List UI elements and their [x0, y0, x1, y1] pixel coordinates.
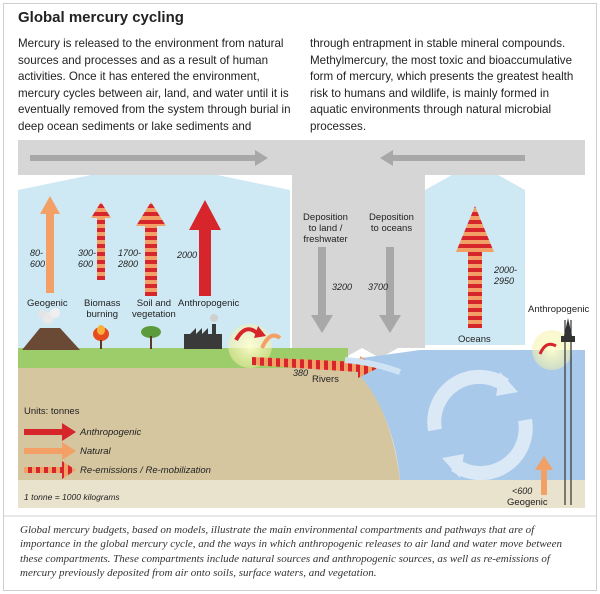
tree-icon: [141, 326, 161, 349]
biomass-label: Biomass burning: [84, 298, 121, 320]
burning-tree-icon: [93, 325, 109, 349]
sediment-bottom: [18, 480, 585, 508]
legend-natural-arrow: [24, 442, 76, 460]
deposition-oceans-label: Deposition to oceans: [369, 212, 414, 234]
biomass-emission-arrow: [91, 202, 111, 280]
deposition-land-label: Deposition to land / freshwater: [303, 212, 348, 245]
atmosphere-band: [18, 140, 585, 358]
ocean-emission-arrow: [456, 206, 494, 328]
soil-area: [18, 365, 400, 480]
legend-units: Units: tonnes: [24, 406, 80, 417]
anthropogenic-emission-arrow: [189, 200, 221, 296]
legend-natural-label: Natural: [80, 446, 111, 457]
tonne-note: 1 tonne = 1000 kilograms: [24, 492, 120, 502]
deposition-oceans-value: 3700: [368, 282, 389, 292]
geogenic-label: Geogenic: [27, 298, 68, 309]
air-circulation-arrow-right: [30, 150, 268, 166]
deposition-oceans-arrow: [379, 247, 401, 333]
legend-reemission-label: Re-emissions / Re-mobilization: [80, 465, 211, 476]
oil-rig-icon: [561, 318, 575, 505]
rivers-label: Rivers: [312, 374, 339, 385]
anthropogenic-value: 2000: [177, 250, 198, 260]
intro-text-right: through entrapment in stable mineral com…: [310, 37, 574, 133]
sea-geogenic-arrow: [535, 456, 553, 495]
legend-anthropogenic-label: Anthropogenic: [80, 427, 142, 438]
intro-text-left: Mercury is released to the environment f…: [18, 37, 291, 133]
offshore-anthropogenic-label: Anthropogenic: [528, 304, 590, 315]
deposition-land-arrow: [311, 247, 333, 333]
anthropogenic-label: Anthropogenic: [178, 298, 240, 309]
figure-title: Global mercury cycling: [18, 9, 184, 26]
factory-icon: [184, 314, 222, 349]
soil-value: 1700- 2800: [118, 248, 142, 269]
geogenic-emission-arrow: [40, 196, 60, 293]
offshore-air-area: [525, 175, 585, 350]
volcano-icon: [22, 308, 80, 350]
figure-frame: [3, 3, 597, 591]
rivers-value: 380: [293, 368, 309, 378]
geogenic-value: 80- 600: [30, 248, 46, 269]
legend-anthropogenic-arrow: [24, 423, 76, 441]
air-circulation-arrow-left: [380, 150, 525, 166]
soil-emission-arrow: [136, 202, 166, 296]
ocean-circulation-icon: [427, 369, 533, 481]
legend-reemission-arrow: [24, 461, 76, 479]
sea-geogenic-value: <600: [512, 486, 533, 496]
deposition-land-value: 3200: [332, 282, 353, 292]
soil-label: Soil and vegetation: [132, 298, 176, 320]
ocean-label: Oceans: [458, 334, 491, 345]
figure-caption: Global mercury budgets, based on models,…: [20, 524, 562, 579]
offshore-curl-icon: [538, 342, 557, 355]
biomass-value: 300- 600: [78, 248, 97, 269]
sea-geogenic-label: Geogenic: [507, 497, 548, 508]
ocean-value: 2000- 2950: [494, 265, 518, 286]
